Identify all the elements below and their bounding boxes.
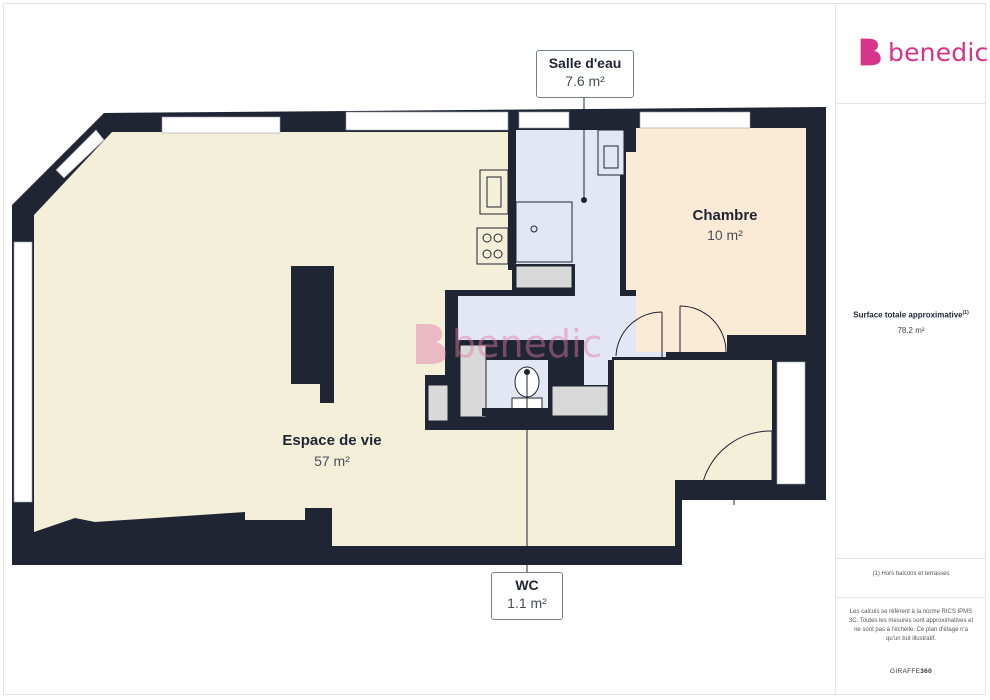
brand-name: benedic xyxy=(888,37,989,67)
callout-wc: WC 1.1 m² xyxy=(491,572,563,620)
callout-wc-name: WC xyxy=(515,577,539,593)
room-area-espace: 57 m² xyxy=(314,453,350,469)
callout-salle-area: 7.6 m² xyxy=(565,73,605,89)
total-area-label-text: Surface totale approximative xyxy=(853,310,963,320)
central-column xyxy=(291,266,334,403)
bedroom-floor xyxy=(626,128,806,352)
wc-marker xyxy=(524,369,530,375)
interior-walls xyxy=(482,345,614,430)
page-frame xyxy=(3,3,986,695)
watermark-logo-icon xyxy=(416,324,446,364)
credit-suffix: 360 xyxy=(920,668,933,675)
side-panel: benedic Surface totale approximative(1) … xyxy=(835,3,988,695)
credit: GIRAFFE360 xyxy=(836,668,986,675)
total-area-block: Surface totale approximative(1) 78.2 m² xyxy=(836,310,986,335)
watermark: benedic xyxy=(412,322,603,366)
floor-plan: Espace de vie 57 m² Chambre 10 m² xyxy=(12,98,826,572)
room-name-espace: Espace de vie xyxy=(282,432,381,449)
room-area-chambre: 10 m² xyxy=(707,227,743,243)
footnote: (1) Hors balcons et terrasses xyxy=(872,571,950,577)
divider xyxy=(836,597,986,598)
total-area-label-sup: (1) xyxy=(962,310,969,316)
callout-lines xyxy=(526,98,585,572)
windows xyxy=(13,111,806,503)
credit-prefix: GIRAFFE xyxy=(889,668,921,675)
brand-logo: benedic xyxy=(858,37,988,67)
watermark-text: benedic xyxy=(452,322,603,366)
callout-salle-deau: Salle d'eau 7.6 m² xyxy=(536,50,634,98)
brand-logo-icon xyxy=(860,38,881,66)
footnote-box: (1) Hors balcons et terrasses xyxy=(836,558,986,577)
callout-wc-area: 1.1 m² xyxy=(507,595,547,611)
room-name-chambre: Chambre xyxy=(692,207,757,224)
bath-fixtures xyxy=(427,129,625,422)
callout-salle-name: Salle d'eau xyxy=(548,55,622,71)
total-area-value: 78.2 m² xyxy=(897,325,925,335)
salle-marker xyxy=(581,197,587,203)
disclaimer: Les calculs se réfèrent à la norme RICS … xyxy=(848,609,974,642)
living-floor xyxy=(34,132,772,546)
kitchen-fixtures xyxy=(476,169,509,265)
total-area-label: Surface totale approximative(1) xyxy=(836,310,986,320)
logo-box: benedic xyxy=(836,3,988,104)
doors xyxy=(615,305,773,505)
